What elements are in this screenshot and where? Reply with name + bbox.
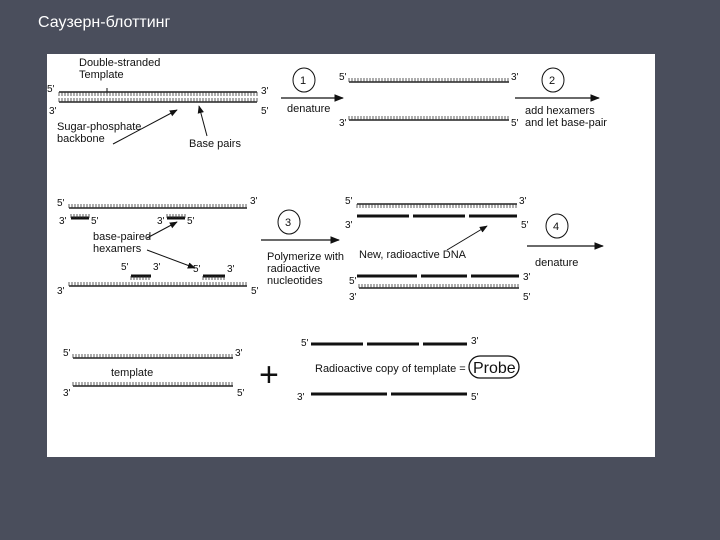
step-number-circle (541, 67, 565, 93)
end-label: 5' (471, 392, 479, 403)
new-dna-label: New, radioactive DNA (359, 249, 467, 261)
strand (358, 284, 519, 289)
end-label: 5' (261, 106, 269, 117)
end-label: 3' (235, 348, 243, 359)
panel-polymerized: 5' 3' 3' 5' New, radioactive DNA 5' 3' 3… (345, 196, 531, 303)
end-label: 3' (339, 118, 347, 129)
hexamer (70, 214, 90, 220)
strand-top (72, 354, 233, 359)
end-label: 5' (237, 388, 245, 399)
end-label: 5' (523, 292, 531, 303)
template-label: template (111, 367, 153, 379)
end-label: 5' (521, 220, 529, 231)
end-label: 3' (261, 86, 269, 97)
end-label: 5' (91, 216, 99, 227)
strand-top (68, 204, 247, 209)
end-label: 5' (339, 72, 347, 83)
step-label: denature (535, 257, 578, 269)
hexamer (166, 214, 186, 220)
step-1: 1 denature (281, 67, 344, 115)
end-label: 3' (349, 292, 357, 303)
step-number-circle (292, 67, 316, 93)
strand-bottom (68, 282, 247, 287)
end-label: 3' (57, 286, 65, 297)
strand-bottom (58, 98, 258, 103)
end-label: 3' (519, 196, 527, 207)
strand (356, 203, 517, 208)
end-label: 5' (187, 216, 195, 227)
end-label: 3' (523, 272, 531, 283)
end-label: 5' (349, 276, 357, 287)
hexamer-pointer (146, 249, 196, 269)
plus-sign: + (259, 356, 279, 394)
hexamer (130, 274, 151, 280)
step-4: 4 denature (527, 213, 604, 269)
end-label: 5' (511, 118, 519, 129)
end-label: 5' (121, 262, 129, 273)
panel-recovered-template: 5' 3' template 3' 5' (63, 348, 245, 399)
end-label: 3' (157, 216, 165, 227)
step-number: 3 (285, 217, 291, 229)
end-label: 3' (59, 216, 67, 227)
end-label: 3' (227, 264, 235, 275)
copy-label: Radioactive copy of template = (315, 363, 466, 375)
strand-top (348, 78, 509, 83)
end-label: 3' (153, 262, 161, 273)
end-label: 3' (345, 220, 353, 231)
basepairs-label: Base pairs (189, 138, 241, 150)
probe-box (468, 355, 520, 379)
hexamer (202, 274, 225, 280)
panel-probe: 5' 3' Radioactive copy of template = Pro… (297, 336, 520, 403)
end-label: 5' (63, 348, 71, 359)
slide-title: Саузерн-блоттинг (38, 14, 171, 31)
strand-bottom (72, 382, 233, 387)
end-label: 3' (49, 106, 57, 117)
probe-label: Probe (473, 360, 516, 377)
step-number: 4 (553, 221, 559, 233)
basepairs-arrow (197, 105, 208, 137)
hexamer-pointer (146, 221, 178, 239)
step-number: 2 (549, 75, 555, 87)
end-label: 5' (345, 196, 353, 207)
end-label: 3' (297, 392, 305, 403)
end-label: 5' (301, 338, 309, 349)
end-label: 5' (193, 264, 201, 275)
end-label: 5' (47, 84, 55, 95)
step-number-circle (277, 209, 301, 235)
step-number: 1 (300, 75, 306, 87)
end-label: 5' (57, 198, 65, 209)
end-label: 3' (511, 72, 519, 83)
step-label: denature (287, 103, 330, 115)
strand-top (58, 91, 258, 96)
end-label: 3' (250, 196, 258, 207)
new-dna-arrow (446, 225, 488, 251)
step-number-circle (545, 213, 569, 239)
panel-denatured: 5' 3' 3' 5' (339, 72, 519, 129)
end-label: 5' (251, 286, 259, 297)
end-label: 3' (471, 336, 479, 347)
strand-bottom (348, 116, 509, 121)
end-label: 3' (63, 388, 71, 399)
backbone-arrow (112, 109, 178, 145)
